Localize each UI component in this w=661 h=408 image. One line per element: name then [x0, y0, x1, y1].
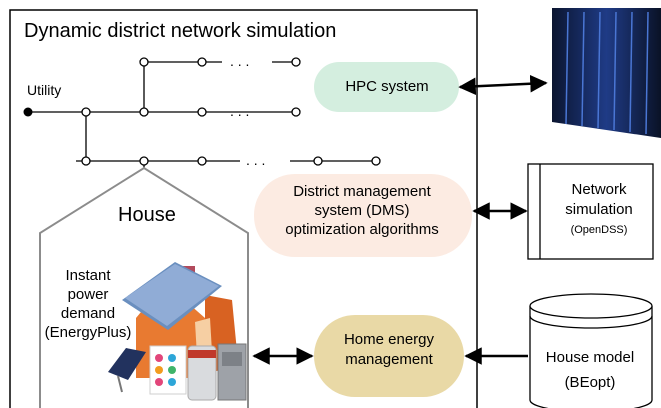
appliance-icons: [149, 345, 187, 395]
dms-pill: [254, 174, 472, 257]
hpc-server-rack-image: [552, 8, 661, 138]
ellipsis-bottom: . . .: [246, 152, 265, 168]
network-sim-line-2: simulation: [565, 201, 633, 218]
diagram-title: Dynamic district network simulation: [24, 20, 337, 42]
hpc-system-pill: [314, 62, 459, 112]
instant-label-line-2: power: [67, 286, 109, 303]
solar-panel-icon: [108, 348, 146, 393]
dms-label: District management system (DMS) optimiz…: [252, 182, 472, 239]
hpc-system-label: HPC system: [345, 78, 429, 95]
home-energy-pill: [314, 315, 464, 397]
ellipsis-top: . . .: [230, 53, 249, 69]
network-sim-line-1: Network: [571, 181, 627, 198]
network-sim-sublabel: (OpenDSS): [570, 224, 628, 236]
house-model-line-2: (BEopt): [564, 374, 616, 391]
house-outline: [39, 166, 249, 408]
home-energy-label: Home energy management: [320, 330, 458, 370]
water-heater-icon: [187, 345, 217, 401]
instant-label-line-4: (EnergyPlus): [44, 324, 132, 341]
house-label: House: [118, 204, 176, 226]
dms-label-line-1: District management: [293, 183, 431, 200]
instant-power-demand-label: Instant power demand (EnergyPlus): [34, 266, 142, 342]
dms-label-line-2: system (DMS): [314, 202, 410, 219]
instant-label-line-1: Instant: [65, 267, 111, 284]
house-model-label: House model (BEopt): [530, 345, 650, 395]
home-energy-line-2: management: [345, 351, 433, 368]
utility-node: [23, 107, 33, 117]
home-energy-line-1: Home energy: [343, 331, 435, 348]
network-simulation-label: Network simulation (OpenDSS): [548, 180, 650, 240]
house-model-cylinder: [529, 293, 653, 408]
ellipsis-middle: . . .: [230, 103, 249, 119]
hpc-arrow: [458, 74, 548, 96]
utility-label: Utility: [27, 82, 62, 98]
house-model-line-1: House model: [545, 349, 635, 366]
instant-label-line-3: demand: [60, 305, 116, 322]
network-simulation-box: [527, 163, 654, 260]
distribution-network: [28, 61, 376, 168]
furnace-icon: [217, 343, 247, 401]
network-nodes: [81, 57, 381, 166]
dms-label-line-3: optimization algorithms: [285, 221, 439, 238]
